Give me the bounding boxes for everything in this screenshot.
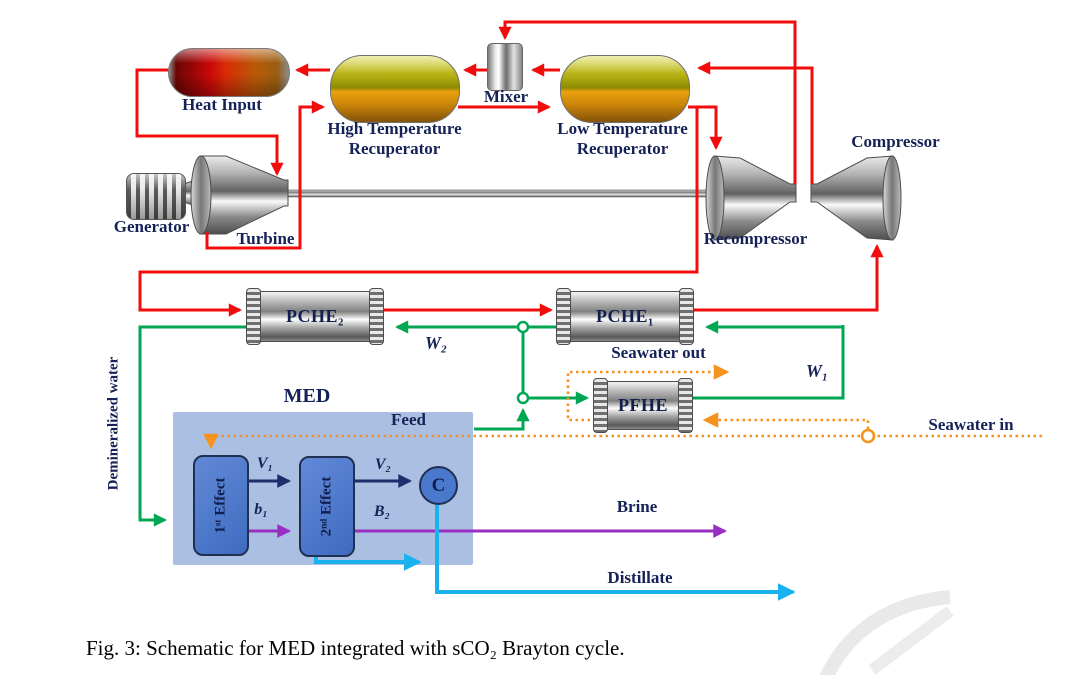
second-effect: 2ⁿᵈ Effect <box>299 456 355 557</box>
recompressor-label: Recompressor <box>703 229 808 248</box>
flange <box>678 378 693 433</box>
pche1-label: PCHE₁ <box>596 306 654 326</box>
watermark <box>819 590 954 675</box>
mixer-label: Mixer <box>483 87 529 106</box>
sco2-lines <box>135 20 884 317</box>
feed-label: Feed <box>391 410 426 429</box>
recompressor-shape <box>705 155 797 241</box>
seawater-in-label: Seawater in <box>928 415 1014 434</box>
mixer-vessel <box>487 43 523 91</box>
pche1-vessel: PCHE₁ <box>556 288 694 345</box>
b1-label: b₁ <box>254 501 268 518</box>
brine-label: Brine <box>616 497 658 516</box>
heat-input-label: Heat Input <box>182 95 262 114</box>
v2-label: V₂ <box>374 456 392 473</box>
turbine-label: Turbine <box>236 229 295 248</box>
demineralized-water-label: Demineralized water <box>105 356 122 491</box>
generator-body <box>126 173 186 220</box>
flange <box>593 378 608 433</box>
htr-label: High Temperature Recuperator <box>327 119 462 158</box>
second-effect-label: 2ⁿᵈ Effect <box>318 476 335 537</box>
pche2-vessel: PCHE₂ <box>246 288 384 345</box>
turbine-shape <box>190 155 289 235</box>
flange <box>369 288 384 345</box>
compressor-shape <box>810 155 902 241</box>
w1-label: W₁ <box>805 361 829 381</box>
first-effect-label: 1ˢᵗ Effect <box>212 477 229 534</box>
compressor-label: Compressor <box>851 132 940 151</box>
low-temp-recuperator-vessel <box>560 55 690 123</box>
seawater-lines <box>203 364 1042 450</box>
b2-label: B₂ <box>373 503 391 520</box>
v1-label: V₁ <box>256 455 274 472</box>
high-temp-recuperator-vessel <box>330 55 460 123</box>
first-effect: 1ˢᵗ Effect <box>193 455 249 556</box>
flange <box>246 288 261 345</box>
heat-input-vessel <box>168 48 290 97</box>
condenser: C <box>419 466 458 505</box>
distillate-label: Distillate <box>607 568 673 587</box>
pche2-label: PCHE₂ <box>286 306 344 326</box>
pfhe-label: PFHE <box>618 395 668 415</box>
ltr-label: Low Temperature Recuperator <box>557 119 688 158</box>
generator-label: Generator <box>113 217 190 236</box>
pfhe-vessel: PFHE <box>593 378 693 433</box>
seawater-out-label: Seawater out <box>611 343 706 362</box>
shaft <box>285 189 717 198</box>
flange <box>556 288 571 345</box>
figure-caption: Fig. 3: Schematic for MED integrated wit… <box>86 636 625 660</box>
med-label: MED <box>283 385 331 407</box>
flange <box>679 288 694 345</box>
condenser-label: C <box>431 474 446 496</box>
water-lines <box>138 320 845 527</box>
w2-label: W₂ <box>424 333 448 353</box>
